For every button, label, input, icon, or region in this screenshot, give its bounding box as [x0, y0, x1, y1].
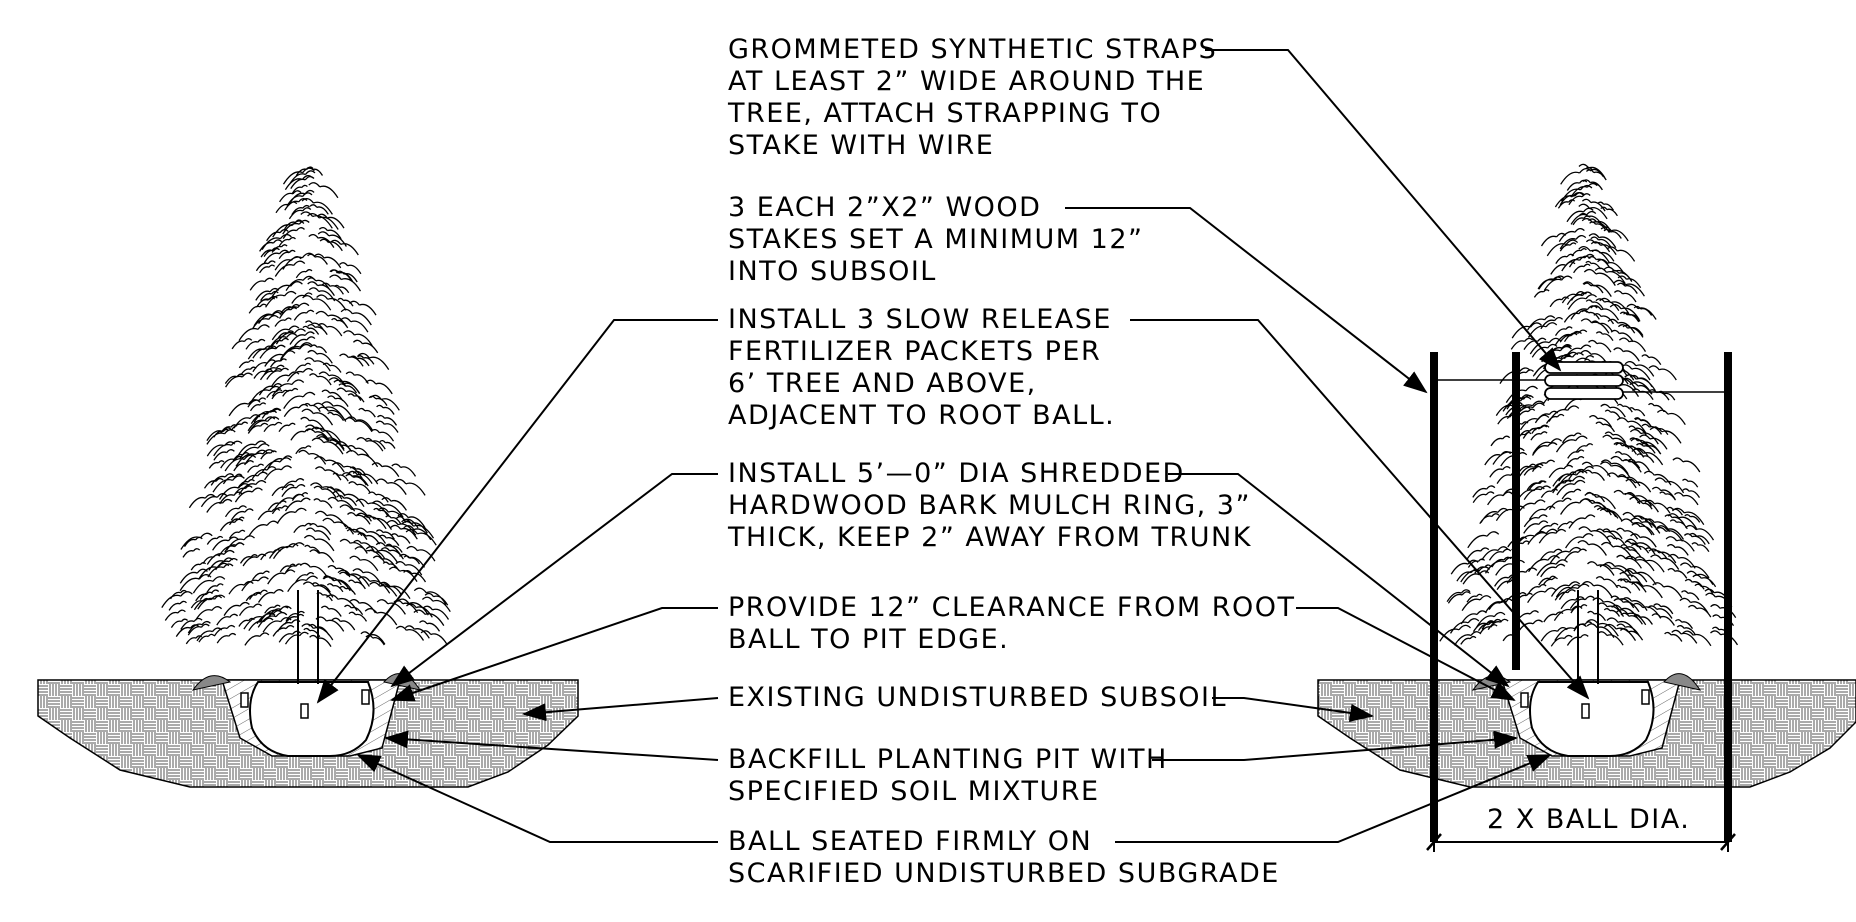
left-fertilizer-packet: [240, 692, 249, 708]
note-stakes: 3 EACH 2”X2” WOOD STAKES SET A MINIMUM 1…: [728, 192, 1144, 288]
note-line: BALL TO PIT EDGE.: [728, 624, 1010, 655]
note-mulch: INSTALL 5’—0” DIA SHREDDED HARDWOOD BARK…: [728, 458, 1252, 554]
left-evergreen-tree: [161, 166, 451, 647]
leader-mulch-left: [390, 473, 718, 688]
leader-backfill-left: [384, 730, 719, 761]
note-backfill: BACKFILL PLANTING PIT WITH SPECIFIED SOI…: [728, 744, 1168, 808]
leader-clearance-left: [390, 607, 718, 702]
note-fertilizer: INSTALL 3 SLOW RELEASE FERTILIZER PACKET…: [728, 304, 1115, 432]
leader-backfill-right: [1152, 730, 1518, 761]
leader-lines: [316, 49, 1590, 843]
note-line: TREE, ATTACH STRAPPING TO: [728, 98, 1163, 129]
note-line: INSTALL 3 SLOW RELEASE: [728, 304, 1112, 335]
leader-stakes: [1065, 207, 1428, 394]
leader-ball-right: [1115, 754, 1552, 843]
note-line: HARDWOOD BARK MULCH RING, 3”: [728, 490, 1251, 521]
note-line: INTO SUBSOIL: [728, 256, 937, 287]
leader-ball-left: [356, 754, 718, 843]
leader-mulch-right: [1168, 473, 1510, 688]
right-fertilizer-packet: [1641, 689, 1650, 705]
leader-fertilizer-left: [316, 319, 718, 704]
note-line: BACKFILL PLANTING PIT WITH: [728, 744, 1168, 775]
note-line: STAKES SET A MINIMUM 12”: [728, 224, 1144, 255]
note-ball: BALL SEATED FIRMLY ON SCARIFIED UNDISTUR…: [728, 826, 1280, 890]
leader-clearance-right: [1296, 607, 1516, 701]
note-line: STAKE WITH WIRE: [728, 130, 995, 161]
right-mulch-mound: [1663, 673, 1702, 691]
note-line: INSTALL 5’—0” DIA SHREDDED: [728, 458, 1185, 489]
left-fertilizer-packet: [361, 689, 370, 705]
note-line: 3 EACH 2”X2” WOOD: [728, 192, 1042, 223]
note-line: GROMMETED SYNTHETIC STRAPS: [728, 34, 1218, 65]
note-line: THICK, KEEP 2” AWAY FROM TRUNK: [728, 522, 1252, 553]
leader-subsoil-right: [1212, 697, 1374, 722]
note-line: EXISTING UNDISTURBED SUBSOIL: [728, 682, 1227, 713]
note-line: 6’ TREE AND ABOVE,: [728, 368, 1037, 399]
left-root-ball: [249, 681, 375, 757]
note-line: SPECIFIED SOIL MIXTURE: [728, 776, 1100, 807]
note-clearance: PROVIDE 12” CLEARANCE FROM ROOT BALL TO …: [728, 592, 1296, 656]
note-line: SCARIFIED UNDISTURBED SUBGRADE: [728, 858, 1280, 889]
leader-straps: [1205, 49, 1562, 372]
ball-dia-dimension: [1426, 820, 1736, 852]
note-line: ADJACENT TO ROOT BALL.: [728, 400, 1116, 431]
right-planting: [1317, 163, 1856, 852]
note-line: PROVIDE 12” CLEARANCE FROM ROOT: [728, 592, 1296, 623]
note-line: BALL SEATED FIRMLY ON: [728, 826, 1093, 857]
note-straps: GROMMETED SYNTHETIC STRAPS AT LEAST 2” W…: [728, 34, 1217, 162]
dimension-label: 2 X BALL DIA.: [1487, 804, 1691, 835]
right-root-ball: [1529, 681, 1655, 757]
left-planting: [37, 166, 579, 788]
note-line: AT LEAST 2” WIDE AROUND THE: [728, 66, 1206, 97]
left-fertilizer-packet: [300, 703, 309, 719]
right-fertilizer-packet: [1581, 703, 1590, 719]
right-evergreen-tree: [1439, 163, 1739, 647]
right-fertilizer-packet: [1520, 692, 1529, 708]
left-trunk: [297, 590, 319, 684]
leader-subsoil-left: [522, 697, 719, 722]
note-line: FERTILIZER PACKETS PER: [728, 336, 1102, 367]
note-subsoil: EXISTING UNDISTURBED SUBSOIL: [728, 682, 1227, 714]
left-mulch-mound: [191, 675, 232, 691]
leader-fertilizer-right: [1130, 319, 1590, 700]
